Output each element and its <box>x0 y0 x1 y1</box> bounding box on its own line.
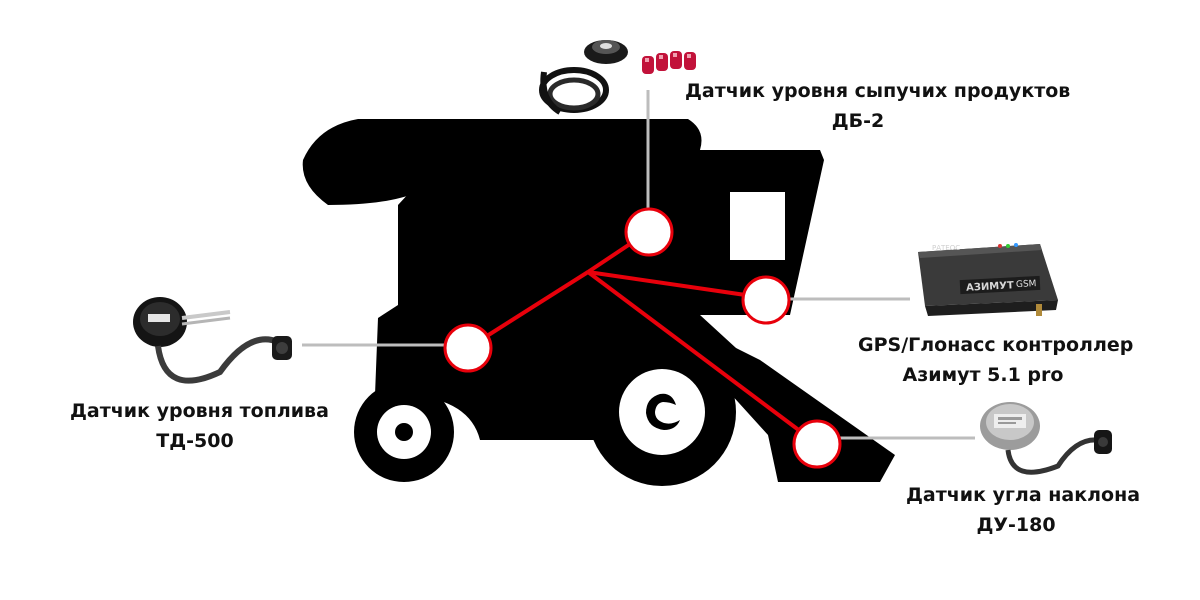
label-gps-title: GPS/Глонасс контроллер <box>858 334 1134 356</box>
gps-device-title: АЗИМУТ <box>966 280 1014 293</box>
label-tilt-model: ДУ-180 <box>976 514 1056 536</box>
harvester-rear-wheel-hub <box>395 423 413 441</box>
node-gps-controller[interactable] <box>741 275 791 325</box>
node-fuel-level-sensor[interactable] <box>443 323 493 373</box>
label-fuel-level-model: ТД-500 <box>156 430 234 452</box>
gps-device-badge: GSM <box>1016 279 1037 290</box>
harvester-header <box>700 330 895 482</box>
label-fuel-level-sensor: Датчик уровня топлива ТД-500 <box>70 396 329 456</box>
node-tilt-sensor[interactable] <box>792 419 842 469</box>
leader-lines <box>302 90 975 440</box>
bulk-level-sensor-device <box>539 40 696 115</box>
tilt-sensor-device <box>980 402 1112 475</box>
gps-controller-device: РАТЕОС АЗИМУТ GSM <box>918 243 1058 316</box>
harvester-front-wheel-hub <box>646 393 680 430</box>
label-bulk-level-sensor: Датчик уровня сыпучих продуктов ДБ-2 <box>685 76 1071 136</box>
label-tilt-sensor: Датчик угла наклона ДУ-180 <box>906 480 1141 540</box>
network-line-to-gps <box>587 270 767 300</box>
combine-harvester-silhouette <box>302 119 895 486</box>
label-bulk-level-title: Датчик уровня сыпучих продуктов <box>685 80 1071 102</box>
label-fuel-level-title: Датчик уровня топлива <box>70 400 329 422</box>
label-gps-controller: GPS/Глонасс контроллер Азимут 5.1 pro <box>858 330 1134 390</box>
label-bulk-level-model: ДБ-2 <box>831 110 885 132</box>
harvester-front-wheel-rim <box>619 369 705 455</box>
node-bulk-level-sensor[interactable] <box>624 207 674 257</box>
gps-device-brand: РАТЕОС <box>932 244 960 252</box>
harvester-cabin-window <box>730 192 785 260</box>
label-tilt-title: Датчик угла наклона <box>906 484 1141 506</box>
fuel-level-sensor-device <box>133 297 292 384</box>
harvester-grain-tank <box>302 119 824 315</box>
label-gps-model: Азимут 5.1 pro <box>902 364 1064 386</box>
network-line-to-tilt-sensor <box>586 270 818 445</box>
